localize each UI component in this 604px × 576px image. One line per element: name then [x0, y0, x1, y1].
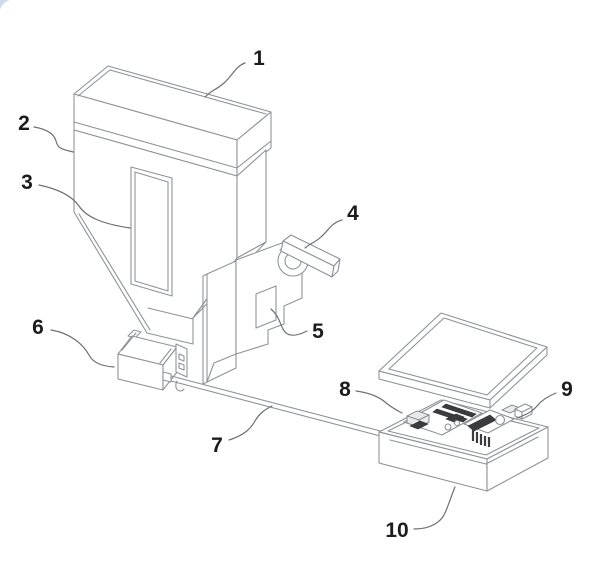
callout-label-7: 7: [211, 434, 223, 457]
callout-label-9: 9: [561, 378, 573, 401]
capacitor: [444, 423, 452, 431]
terminal-block: [514, 403, 533, 413]
callout-labels: 1 2 3 4 5 6 7 8 9 10: [18, 47, 573, 542]
enclosure-box: [378, 399, 549, 492]
callout-leader-8: [355, 390, 403, 414]
wire-connector: [162, 371, 172, 383]
pin-module: [463, 403, 533, 447]
wire-loop: [175, 380, 185, 392]
corner-accent: [0, 0, 10, 10]
callout-leaders: [33, 62, 557, 530]
power-jack: [409, 420, 429, 430]
lid-top: [378, 312, 548, 401]
callout-label-10: 10: [385, 519, 408, 542]
callout-leader-6: [50, 329, 115, 368]
pins: [471, 430, 491, 447]
ic-chip: [445, 413, 465, 423]
callout-leader-2: [33, 126, 74, 153]
callout-leader-9: [516, 392, 557, 419]
callout-label-2: 2: [18, 112, 30, 135]
circuit-board: [403, 399, 483, 436]
callout-leader-4: [304, 219, 343, 249]
dispensing-spout: [277, 234, 341, 278]
mount-plate: [206, 260, 237, 383]
spout-arm-tip: [331, 258, 341, 278]
callout-leader-10: [413, 486, 456, 530]
callout-label-3: 3: [21, 171, 33, 194]
callout-label-8: 8: [339, 378, 351, 401]
callout-label-1: 1: [253, 47, 265, 70]
callout-label-5: 5: [312, 320, 324, 343]
capacitor: [453, 419, 461, 427]
enclosure-lid: [378, 312, 548, 409]
module-component: [494, 414, 506, 426]
hopper-lid: [73, 65, 272, 177]
inspection-window: [130, 166, 173, 297]
callout-label-6: 6: [32, 316, 44, 339]
callout-leader-3: [38, 184, 131, 229]
chute-notch: [255, 285, 277, 329]
connecting-wire: [162, 371, 389, 439]
box-front-right-wall: [486, 426, 549, 492]
callout-leader-7: [228, 405, 273, 441]
callout-leader-1: [204, 62, 246, 98]
callout-leader-5: [270, 308, 308, 336]
header-strip: [441, 403, 477, 418]
callout-label-4: 4: [347, 202, 359, 225]
